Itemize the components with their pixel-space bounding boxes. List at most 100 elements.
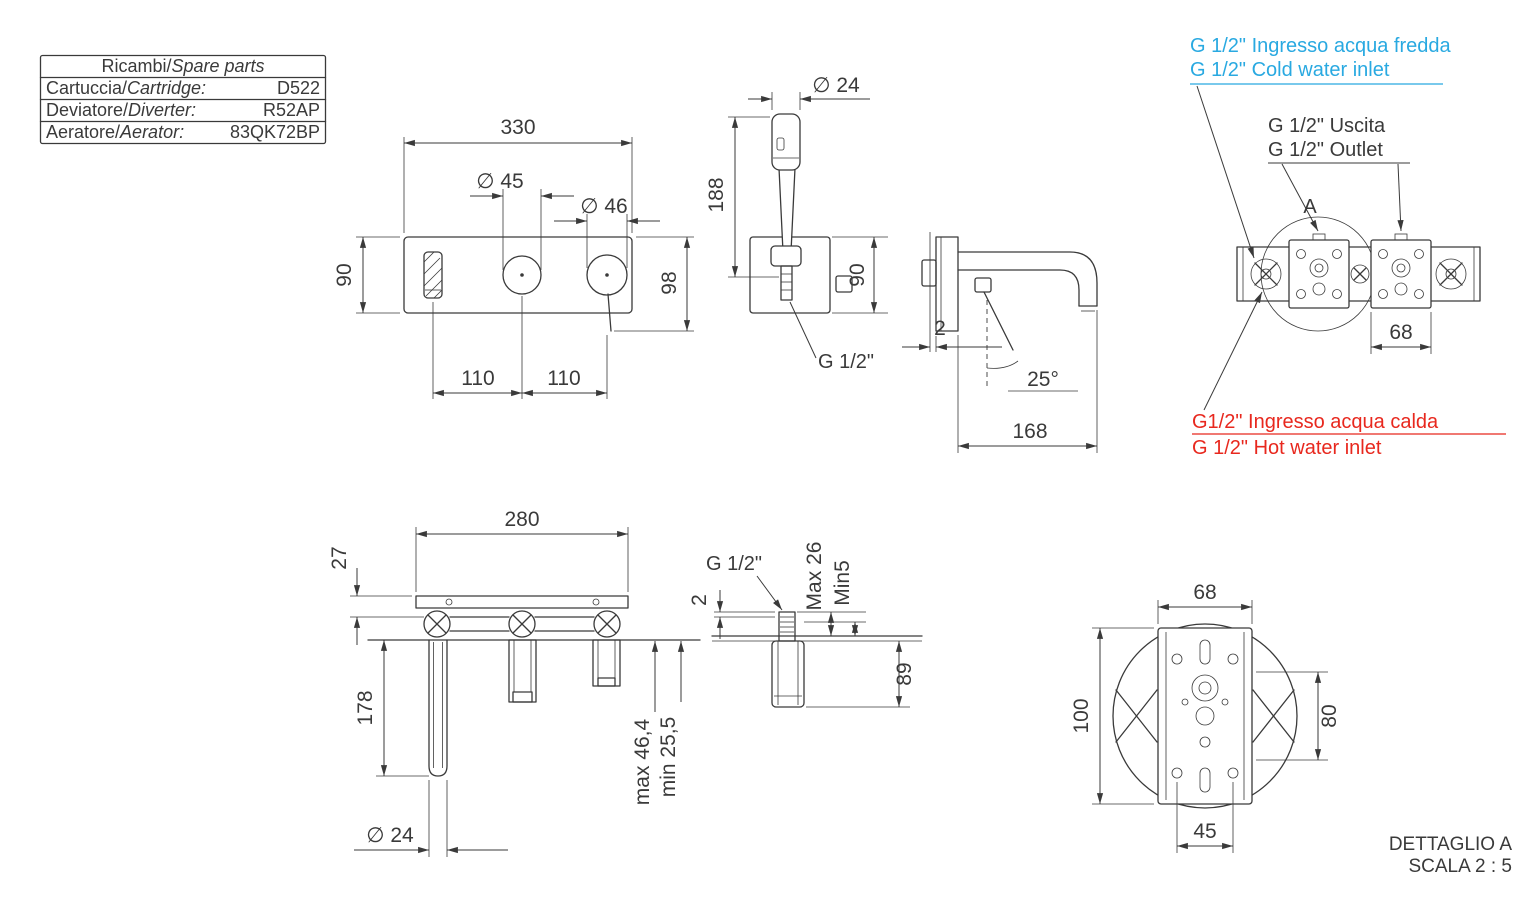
centerlines [432,296,608,399]
wing-fitting-left [1250,258,1282,290]
thread-callout-handshower: G 1/2" [789,301,874,373]
dim-rail-27: 27 [328,546,424,645]
front-view: 330 ∅ 45 ∅ 46 90 9 [333,116,694,399]
dim-detail-80: 80 [1256,671,1341,761]
dim-depth-range: max 46,4 min 25,5 [631,641,685,805]
cold-water-label-it: G 1/2" Ingresso acqua fredda [1190,35,1451,57]
valve-body-back [921,259,937,287]
connections-view: G 1/2" Ingresso acqua fredda G 1/2" Cold… [1190,35,1506,459]
dim-label: 89 [893,662,916,685]
slot-top [1199,639,1211,665]
valve-body-side [771,640,805,708]
table-row-cartridge-label: Cartuccia/Cartridge: [46,78,206,98]
valve-wingnuts [423,610,621,638]
dim-label: 100 [1070,698,1093,733]
dim-spacing-110: 110 110 [433,367,607,397]
table-row-diverter-label: Deviatore/Diverter: [46,100,196,120]
dim-label: ∅ 24 [812,74,860,97]
hot-water-callout: G1/2" Ingresso acqua calda G 1/2" Hot wa… [1192,291,1506,459]
dim-label: 68 [1193,581,1216,604]
cold-water-label-en: G 1/2" Cold water inlet [1190,59,1390,81]
dim-label: 2 [934,317,946,340]
detail-a-view: 68 100 80 45 DETTAGLIO A SCALA 2 : 5 [1070,581,1512,877]
diverter-knob [502,255,542,295]
dim-label: 68 [1389,321,1412,344]
roughin-side-view: G 1/2" Max 26 Min5 2 89 [688,542,923,708]
handle-protrusion [592,639,621,687]
roughin-bar-rear [1236,233,1481,309]
dim-label-min: Min5 [831,560,854,606]
spout-tube [957,251,1098,312]
valve-block-right [1370,239,1432,309]
dim-label-max: Max 26 [803,542,826,611]
dim-wall-gap-2: 2 [902,317,1002,352]
dim-dia-46: ∅ 46 [554,195,660,268]
dim-plate-height-90: 90 [333,236,400,314]
center-fitting [1350,264,1370,284]
spout-front [423,251,443,299]
dim-label-min: min 25,5 [657,717,680,798]
diverter-protrusion [508,639,537,703]
detail-mark-a: A [1303,196,1317,218]
dim-label: 90 [333,263,356,286]
lever-end-section [835,275,853,293]
dim-dia-24-handshower: ∅ 24 [748,74,870,110]
thread-callout-roughin: G 1/2" [706,553,783,611]
dim-detail-45: 45 [1176,782,1234,853]
dim-length-188: 188 [705,116,779,278]
dim-label: 2 [688,594,711,606]
detail-caption: DETTAGLIO A SCALA 2 : 5 [1389,834,1513,877]
valve-block-left [1288,239,1350,309]
spout-supply-tube [428,639,448,777]
wing-fitting-right [1435,258,1467,290]
dim-label: ∅ 24 [366,824,414,847]
dim-reach-168: 168 [957,310,1098,453]
handshower-head [771,113,801,171]
dim-label: 168 [1012,420,1047,443]
dim-angle-25: 25° [986,300,1078,392]
slot-bottom [1199,767,1211,793]
dim-body-depth-89: 89 [806,641,916,708]
table-row-cartridge-value: D522 [277,78,320,98]
dim-label: ∅ 45 [476,170,524,193]
outlet-label-en: G 1/2" Outlet [1268,139,1383,161]
bracket-details [1165,632,1245,800]
dim-dia-45: ∅ 45 [470,170,574,270]
bracket-plate [1157,627,1253,805]
dim-label: 178 [354,690,377,725]
thread-label: G 1/2" [706,553,762,575]
dim-label: 110 [461,367,494,390]
trim-plate [403,236,633,314]
thread-label: G 1/2" [818,351,874,373]
dim-width-330: 330 [403,116,633,233]
dim-label: 280 [504,508,539,531]
table-row-lines [39,76,327,123]
dim-spout-178: 178 [354,640,429,777]
dim-label: 98 [658,271,681,294]
mounting-rail [415,595,629,632]
dim-plate-90-side: 90 [832,236,888,314]
dim-label: 188 [705,177,728,212]
roughin-top-view: 280 27 178 ∅ 24 max 46,4 m [328,508,701,857]
spout-hatching [423,251,443,299]
dim-label: 80 [1318,704,1341,727]
handshower-side-view: ∅ 24 188 90 G 1/2" [705,74,888,373]
table-header: Ricambi/Spare parts [101,56,264,76]
detail-title: DETTAGLIO A [1389,834,1513,855]
dim-detail-68: 68 [1157,581,1253,624]
dim-label: 90 [846,263,869,286]
dim-label: 45 [1193,820,1216,843]
dim-wall-gap-2-side: 2 [688,590,775,639]
dim-label-max: max 46,4 [631,718,654,805]
dim-label: 110 [547,367,580,390]
mixer-handle [586,254,628,332]
hot-water-label-it: G1/2" Ingresso acqua calda [1192,411,1439,433]
spout-side-view: 25° 2 168 [902,232,1098,453]
table-row-diverter-value: R52AP [263,100,320,120]
spare-parts-table: Ricambi/Spare parts Cartuccia/Cartridge:… [39,54,327,145]
dim-block-68: 68 [1370,312,1432,354]
dim-label: 25° [1027,368,1059,391]
hot-water-label-en: G 1/2" Hot water inlet [1192,437,1382,459]
